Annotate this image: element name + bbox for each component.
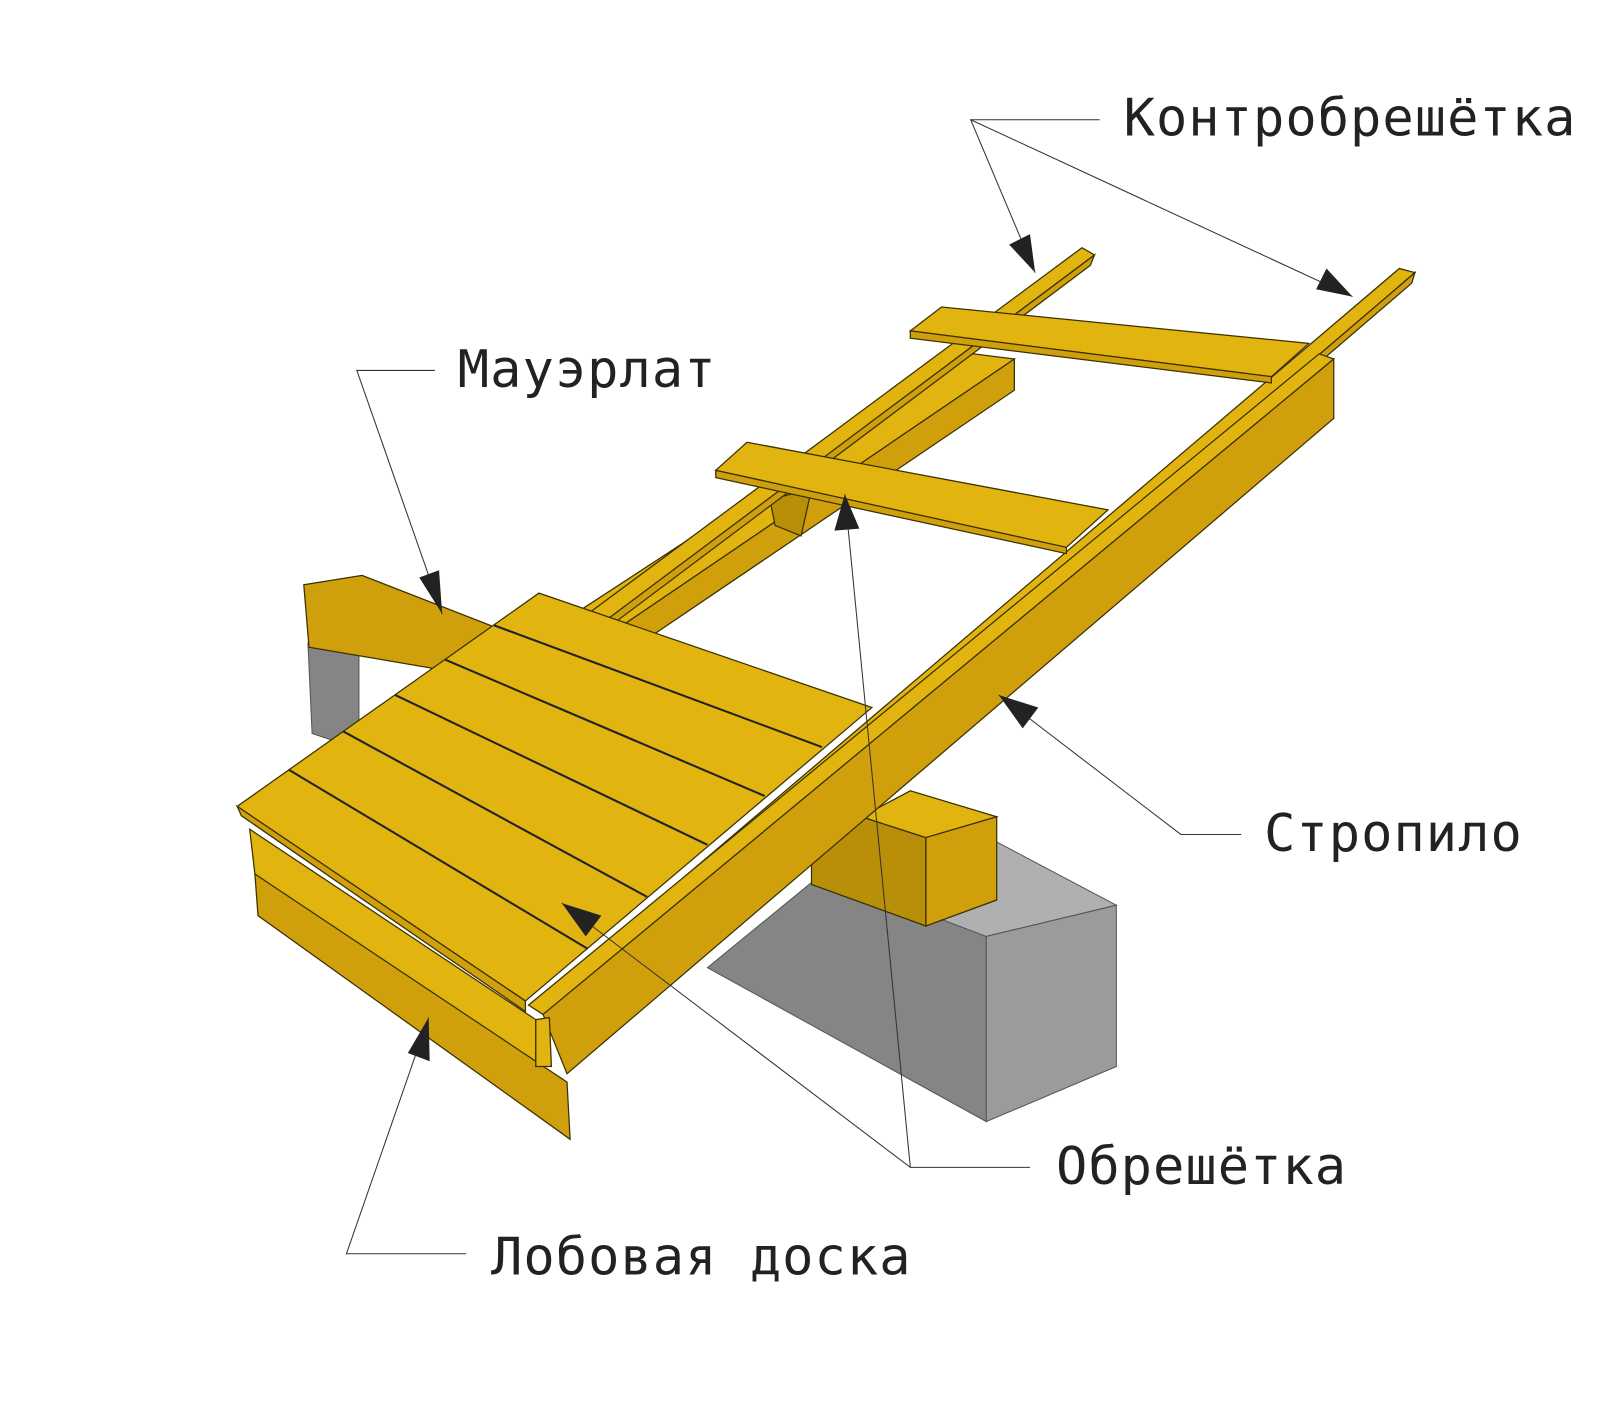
rafter — [527, 353, 1336, 1075]
label-rafter: Стропило — [998, 694, 1523, 864]
rafter-label: Стропило — [1264, 804, 1523, 864]
label-fascia-board: Лобовая доска — [345, 1017, 912, 1288]
support-block — [810, 790, 999, 927]
label-wall-plate: Мауэрлат — [356, 340, 717, 615]
fascia-board-label: Лобовая доска — [491, 1228, 912, 1288]
label-batten: Обрешётка — [561, 494, 1347, 1197]
roof-boards — [235, 592, 874, 1013]
battens — [714, 306, 1311, 555]
label-counter-batten: Контробрешётка — [969, 88, 1577, 298]
counter-batten-label: Контробрешётка — [1124, 88, 1577, 148]
fascia-board — [248, 827, 571, 1141]
wall-plate-label: Мауэрлат — [458, 340, 717, 400]
batten-label: Обрешётка — [1056, 1137, 1347, 1197]
